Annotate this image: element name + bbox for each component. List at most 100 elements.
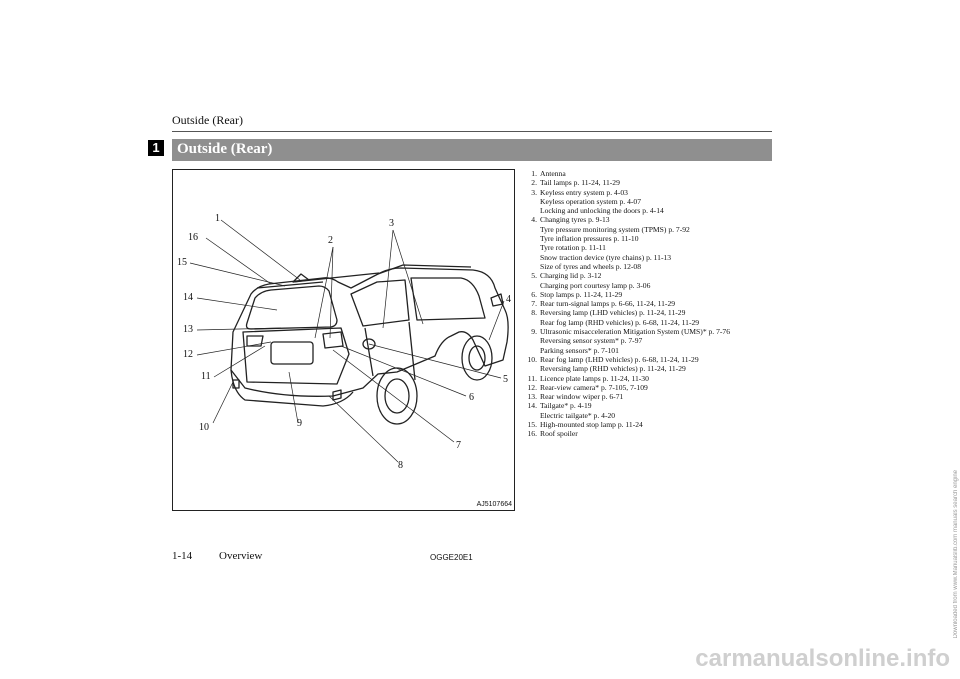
legend-item-line: High-mounted stop lamp p. 11-24 — [540, 420, 643, 430]
legend-item: 15.High-mounted stop lamp p. 11-24 — [522, 420, 772, 429]
watermark: carmanualsonline.info — [695, 645, 950, 672]
legend-item-number: 1. — [531, 169, 537, 178]
legend-item: 8.Reversing lamp (LHD vehicles) p. 11-24… — [522, 308, 772, 327]
legend-item-number: 8. — [531, 308, 537, 318]
legend-item-text: High-mounted stop lamp p. 11-24 — [540, 420, 772, 429]
legend-item: 6.Stop lamps p. 11-24, 11-29 — [522, 290, 772, 299]
legend-item-number: 9. — [531, 327, 537, 337]
watermark-vertical: Downloaded from www.Manualslib.com manua… — [953, 470, 959, 639]
legend-item-line: Changing tyres p. 9-13 — [540, 215, 610, 225]
legend-item-line: Tail lamps p. 11-24, 11-29 — [540, 178, 620, 188]
legend-item-text: Tail lamps p. 11-24, 11-29 — [540, 178, 772, 187]
callout-14: 14 — [183, 292, 193, 303]
legend-item-line: Electric tailgate* p. 4-20 — [540, 410, 616, 420]
legend-item: 1.Antenna — [522, 169, 772, 178]
header-rule — [172, 131, 772, 132]
legend-item-line: Reversing lamp (RHD vehicles) p. 11-24, … — [540, 364, 686, 374]
legend-item-text: Ultrasonic misacceleration Mitigation Sy… — [540, 327, 772, 355]
legend-item-line: Stop lamps p. 11-24, 11-29 — [540, 289, 623, 299]
callout-13: 13 — [183, 324, 193, 335]
legend-item-line: Roof spoiler — [540, 429, 578, 439]
legend-item-number: 4. — [531, 215, 537, 225]
legend-item-line: Tyre rotation p. 11-11 — [540, 243, 606, 253]
callout-10: 10 — [199, 422, 209, 433]
callout-12: 12 — [183, 349, 193, 360]
legend-item: 11.Licence plate lamps p. 11-24, 11-30 — [522, 374, 772, 383]
legend-item-line: Keyless entry system p. 4-03 — [540, 187, 628, 197]
legend-item: 16.Roof spoiler — [522, 429, 772, 438]
legend-item: 9.Ultrasonic misacceleration Mitigation … — [522, 327, 772, 355]
legend-item-line: Tyre inflation pressures p. 11-10 — [540, 234, 639, 244]
legend-item-line: Rear fog lamp (RHD vehicles) p. 6-68, 11… — [540, 317, 700, 327]
legend-item-number: 10. — [527, 354, 538, 364]
callout-3: 3 — [389, 218, 394, 229]
figure-code: AJ5107664 — [476, 501, 512, 508]
legend-item: 2.Tail lamps p. 11-24, 11-29 — [522, 178, 772, 187]
legend-item-line: Reversing sensor system* p. 7-97 — [540, 336, 643, 346]
legend-item-number: 2. — [531, 178, 537, 188]
running-head-title: Outside (Rear) — [172, 113, 243, 127]
callout-11: 11 — [201, 371, 211, 382]
legend-item-line: Size of tyres and wheels p. 12-08 — [540, 261, 642, 271]
callout-6: 6 — [469, 392, 474, 403]
callout-8: 8 — [398, 460, 403, 471]
page-number: 1-14 — [172, 550, 193, 562]
legend-item-text: Licence plate lamps p. 11-24, 11-30 — [540, 374, 772, 383]
legend-item-line: Rear fog lamp (LHD vehicles) p. 6-68, 11… — [540, 354, 699, 364]
section-heading-band: Outside (Rear) — [172, 139, 772, 161]
legend-item-number: 5. — [531, 271, 537, 281]
legend-item-line: Rear-view camera* p. 7-105, 7-109 — [540, 382, 648, 392]
footer-publication-code: OGGE20E1 — [430, 553, 473, 562]
callout-4: 4 — [506, 294, 511, 305]
legend-item-number: 3. — [531, 187, 537, 197]
legend-item-number: 15. — [527, 420, 538, 430]
legend-item-number: 7. — [531, 299, 537, 309]
legend-item: 7.Rear turn-signal lamps p. 6-66, 11-24,… — [522, 299, 772, 308]
footer-section-title: Overview — [219, 550, 263, 562]
legend-item-line: Charging port courtesy lamp p. 3-06 — [540, 280, 651, 290]
legend-item-text: Rear-view camera* p. 7-105, 7-109 — [540, 383, 772, 392]
legend-item-line: Licence plate lamps p. 11-24, 11-30 — [540, 373, 649, 383]
callout-16: 16 — [188, 232, 198, 243]
vehicle-drawing — [189, 219, 509, 463]
legend-item-text: Rear fog lamp (LHD vehicles) p. 6-68, 11… — [540, 355, 772, 374]
chapter-tab: 1 — [148, 140, 164, 156]
legend-item-line: Keyless operation system p. 4-07 — [540, 196, 642, 206]
legend-item-line: Charging lid p. 3-12 — [540, 271, 602, 281]
legend-item-line: Locking and unlocking the doors p. 4-14 — [540, 206, 664, 216]
legend-item: 12.Rear-view camera* p. 7-105, 7-109 — [522, 383, 772, 392]
legend-item-line: Ultrasonic misacceleration Mitigation Sy… — [540, 327, 731, 337]
legend-item-text: Rear turn-signal lamps p. 6-66, 11-24, 1… — [540, 299, 772, 308]
legend-item-line: Tailgate* p. 4-19 — [540, 401, 592, 411]
legend-item-line: Snow traction device (tyre chains) p. 11… — [540, 252, 672, 262]
legend-item-line: Reversing lamp (LHD vehicles) p. 11-24, … — [540, 308, 686, 318]
legend-item-line: Rear turn-signal lamps p. 6-66, 11-24, 1… — [540, 299, 676, 309]
legend-item-text: Antenna — [540, 169, 772, 178]
legend-item-line: Tyre pressure monitoring system (TPMS) p… — [540, 224, 690, 234]
legend-item-text: Stop lamps p. 11-24, 11-29 — [540, 290, 772, 299]
legend-item-line: Parking sensors* p. 7-101 — [540, 345, 619, 355]
legend-item-line: Antenna — [540, 169, 566, 178]
legend-item-text: Roof spoiler — [540, 429, 772, 438]
legend-item-number: 6. — [531, 289, 537, 299]
legend-item-text: Reversing lamp (LHD vehicles) p. 11-24, … — [540, 308, 772, 327]
legend-item: 13.Rear window wiper p. 6-71 — [522, 392, 772, 401]
legend-item-number: 12. — [527, 382, 538, 392]
section-title: Outside (Rear) — [177, 141, 273, 157]
callout-15: 15 — [177, 257, 187, 268]
legend-item-text: Rear window wiper p. 6-71 — [540, 392, 772, 401]
legend-item-number: 16. — [527, 429, 538, 439]
callout-2: 2 — [328, 235, 333, 246]
legend-item-number: 11. — [527, 373, 537, 383]
callout-1: 1 — [215, 213, 220, 224]
legend-item-line: Rear window wiper p. 6-71 — [540, 392, 624, 402]
vehicle-rear-illustration: 1 2 3 4 5 6 7 8 9 10 11 12 13 14 15 16 A… — [172, 169, 515, 511]
legend-item-number: 13. — [527, 392, 538, 402]
